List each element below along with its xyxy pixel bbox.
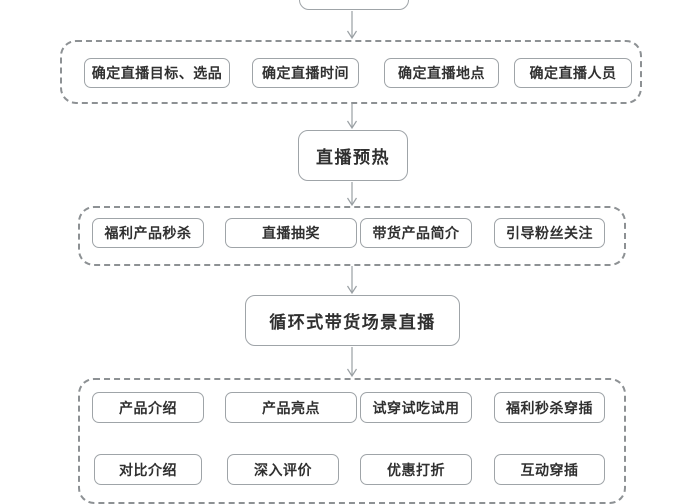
step-label: 产品亮点 — [262, 401, 320, 417]
step-label: 福利秒杀穿插 — [506, 401, 593, 417]
arrow-down-icon — [346, 266, 358, 295]
arrow-down-icon — [346, 182, 358, 207]
flow-step-box: 确定直播时间 — [252, 58, 359, 88]
warmup-title: 直播预热 — [316, 148, 390, 167]
flow-arrow — [345, 104, 359, 130]
live-loop-title: 循环式带货场景直播 — [269, 313, 436, 332]
arrow-down-icon — [346, 11, 358, 40]
arrow-down-icon — [346, 347, 358, 378]
flow-box-live-loop: 循环式带货场景直播 — [245, 295, 460, 346]
flow-step-box: 产品介绍 — [92, 392, 204, 423]
flow-box-top-cropped — [299, 0, 409, 10]
step-label: 福利产品秒杀 — [104, 227, 192, 242]
flow-step-box: 福利秒杀穿插 — [494, 392, 605, 423]
flow-arrow — [345, 266, 359, 295]
planning-group: 确定直播目标、选品 确定直播时间 确定直播地点 确定直播人员 — [60, 40, 642, 104]
flow-arrow — [345, 347, 359, 378]
step-label: 确定直播人员 — [529, 67, 617, 82]
step-label: 试穿试吃试用 — [372, 401, 460, 417]
flow-step-box: 确定直播人员 — [514, 58, 632, 88]
flow-box-warmup: 直播预热 — [298, 130, 408, 181]
flow-step-box: 确定直播目标、选品 — [84, 58, 230, 88]
flow-step-box: 试穿试吃试用 — [360, 392, 472, 423]
warmup-group: 福利产品秒杀 直播抽奖 带货产品简介 引导粉丝关注 — [78, 206, 626, 266]
flow-arrow — [345, 182, 359, 207]
flow-step-box: 引导粉丝关注 — [494, 218, 605, 248]
flow-step-box: 带货产品简介 — [360, 218, 472, 248]
step-label: 确定直播地点 — [398, 67, 485, 82]
live-content-group: 产品介绍 产品亮点 试穿试吃试用 福利秒杀穿插 对比介绍 深入评价 优惠打折 互… — [78, 378, 626, 504]
flow-step-box: 福利产品秒杀 — [92, 218, 204, 248]
step-label: 产品介绍 — [119, 401, 177, 417]
step-label: 确定直播目标、选品 — [91, 67, 223, 82]
step-label: 引导粉丝关注 — [506, 227, 593, 242]
flow-step-box: 确定直播地点 — [384, 58, 499, 88]
step-label: 确定直播时间 — [262, 67, 349, 82]
flow-step-box: 产品亮点 — [225, 392, 357, 423]
arrow-down-icon — [346, 104, 358, 130]
flow-step-box: 直播抽奖 — [225, 218, 357, 248]
flow-arrow — [345, 11, 359, 40]
step-label: 带货产品简介 — [372, 227, 460, 242]
step-label: 直播抽奖 — [262, 227, 320, 242]
